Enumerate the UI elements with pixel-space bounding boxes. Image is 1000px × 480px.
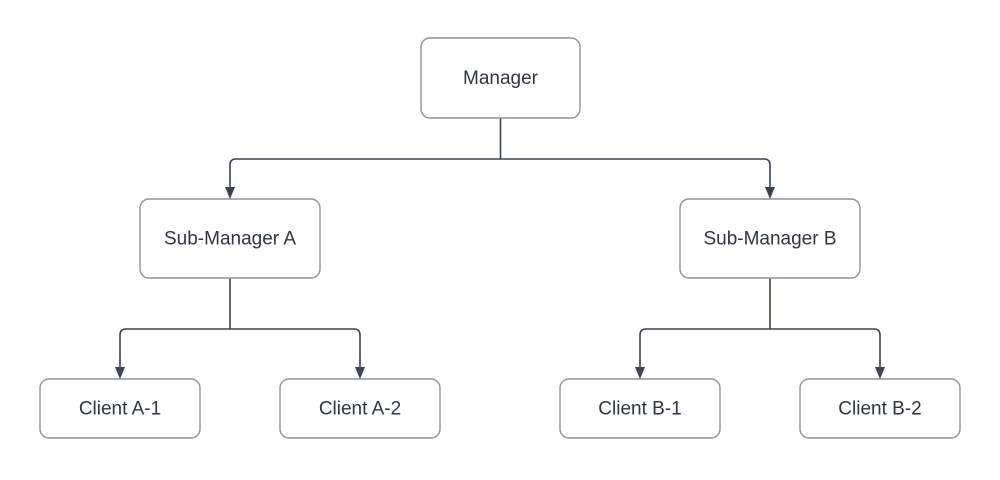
arrow-head-icon: [115, 367, 125, 379]
node-box-client-a-2[interactable]: [279, 378, 441, 439]
node-label-sub-manager-b: Sub-Manager B: [703, 229, 836, 250]
node-box-client-b-2[interactable]: [799, 378, 961, 439]
connector-line: [229, 158, 501, 187]
connector-line: [230, 328, 361, 367]
connector-sub-manager-b-to-client-b-2: [770, 328, 885, 379]
connector-line: [500, 158, 771, 187]
node-sub-manager-b[interactable]: Sub-Manager B: [679, 198, 861, 279]
node-label-manager: Manager: [463, 68, 539, 89]
node-sub-manager-a[interactable]: Sub-Manager A: [139, 198, 321, 279]
node-label-client-b-1: Client B-1: [598, 399, 681, 420]
connector-layer: [115, 118, 885, 379]
node-box-sub-manager-b[interactable]: [679, 198, 861, 279]
node-box-sub-manager-a[interactable]: [139, 198, 321, 279]
connector-sub-manager-a-to-client-a-2: [230, 328, 365, 379]
node-client-a-2[interactable]: Client A-2: [279, 378, 441, 439]
node-box-manager[interactable]: [420, 37, 581, 119]
connector-manager-to-sub-manager-b: [500, 158, 775, 199]
arrow-head-icon: [225, 187, 235, 199]
connector-sub-manager-a-to-client-a-1: [115, 328, 230, 379]
node-label-client-b-2: Client B-2: [838, 399, 921, 420]
node-client-a-1[interactable]: Client A-1: [39, 378, 201, 439]
node-client-b-1[interactable]: Client B-1: [559, 378, 721, 439]
arrow-head-icon: [875, 367, 885, 379]
node-label-client-a-2: Client A-2: [319, 399, 401, 420]
node-manager[interactable]: Manager: [420, 37, 581, 119]
arrow-head-icon: [765, 187, 775, 199]
connector-line: [119, 328, 230, 367]
node-box-client-b-1[interactable]: [559, 378, 721, 439]
connector-line: [639, 328, 770, 367]
node-label-sub-manager-a: Sub-Manager A: [164, 229, 296, 250]
arrow-head-icon: [355, 367, 365, 379]
connector-sub-manager-b-to-client-b-1: [635, 328, 770, 379]
node-label-client-a-1: Client A-1: [79, 399, 161, 420]
arrow-head-icon: [635, 367, 645, 379]
node-client-b-2[interactable]: Client B-2: [799, 378, 961, 439]
connector-manager-to-sub-manager-a: [225, 158, 501, 199]
node-box-client-a-1[interactable]: [39, 378, 201, 439]
connector-line: [770, 328, 881, 367]
